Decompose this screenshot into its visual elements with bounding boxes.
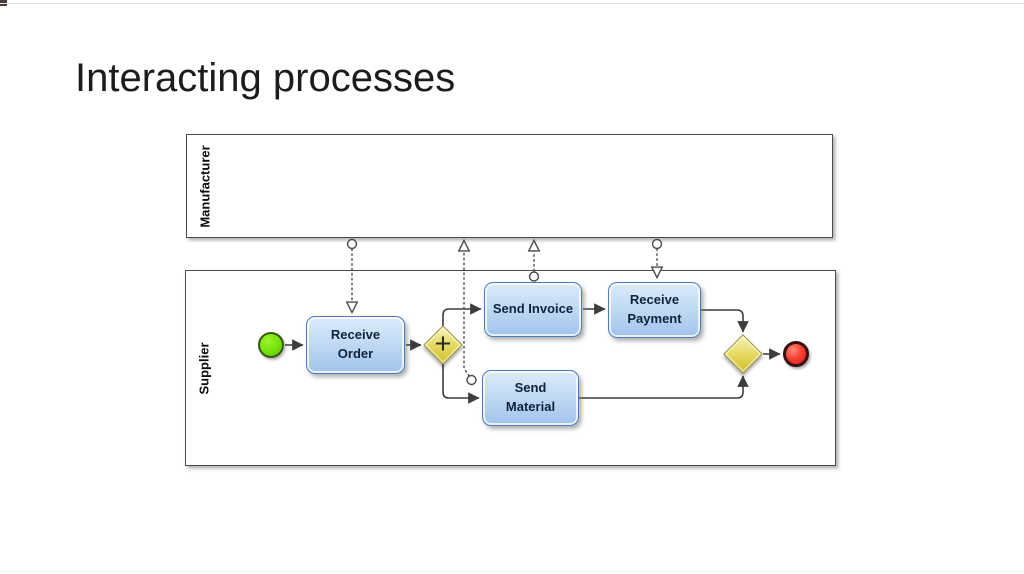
task-send-invoice: Send Invoice bbox=[484, 282, 582, 337]
task-send-material-label-line2: Material bbox=[505, 399, 556, 414]
task-send-material-label-line1: Send bbox=[514, 380, 547, 396]
task-receive-payment: Receive Payment bbox=[608, 282, 701, 338]
message-source-dot-order bbox=[346, 238, 358, 250]
task-receive-order-label-line1: Receive bbox=[330, 327, 381, 343]
pool-supplier-label-strip: Supplier bbox=[188, 271, 220, 465]
end-event bbox=[783, 341, 809, 367]
message-source-dot-payment bbox=[651, 238, 663, 250]
task-receive-payment-label-line2: Payment bbox=[627, 311, 682, 326]
top-edge-rule bbox=[0, 3, 1024, 4]
pool-manufacturer: Manufacturer bbox=[186, 134, 833, 238]
pool-supplier-label: Supplier bbox=[196, 341, 212, 395]
slide-title: Interacting processes bbox=[75, 56, 456, 100]
task-send-invoice-label-line1: Send Invoice bbox=[492, 301, 574, 317]
task-send-material: Send Material bbox=[482, 370, 579, 426]
task-receive-payment-label-line1: Receive bbox=[629, 292, 680, 308]
pool-manufacturer-label: Manufacturer bbox=[197, 144, 213, 228]
task-receive-order-label-line2: Order bbox=[337, 346, 374, 361]
bottom-edge-rule bbox=[0, 571, 1024, 572]
task-receive-order: Receive Order bbox=[306, 316, 405, 374]
start-event bbox=[258, 332, 284, 358]
pool-manufacturer-label-strip: Manufacturer bbox=[189, 135, 221, 237]
